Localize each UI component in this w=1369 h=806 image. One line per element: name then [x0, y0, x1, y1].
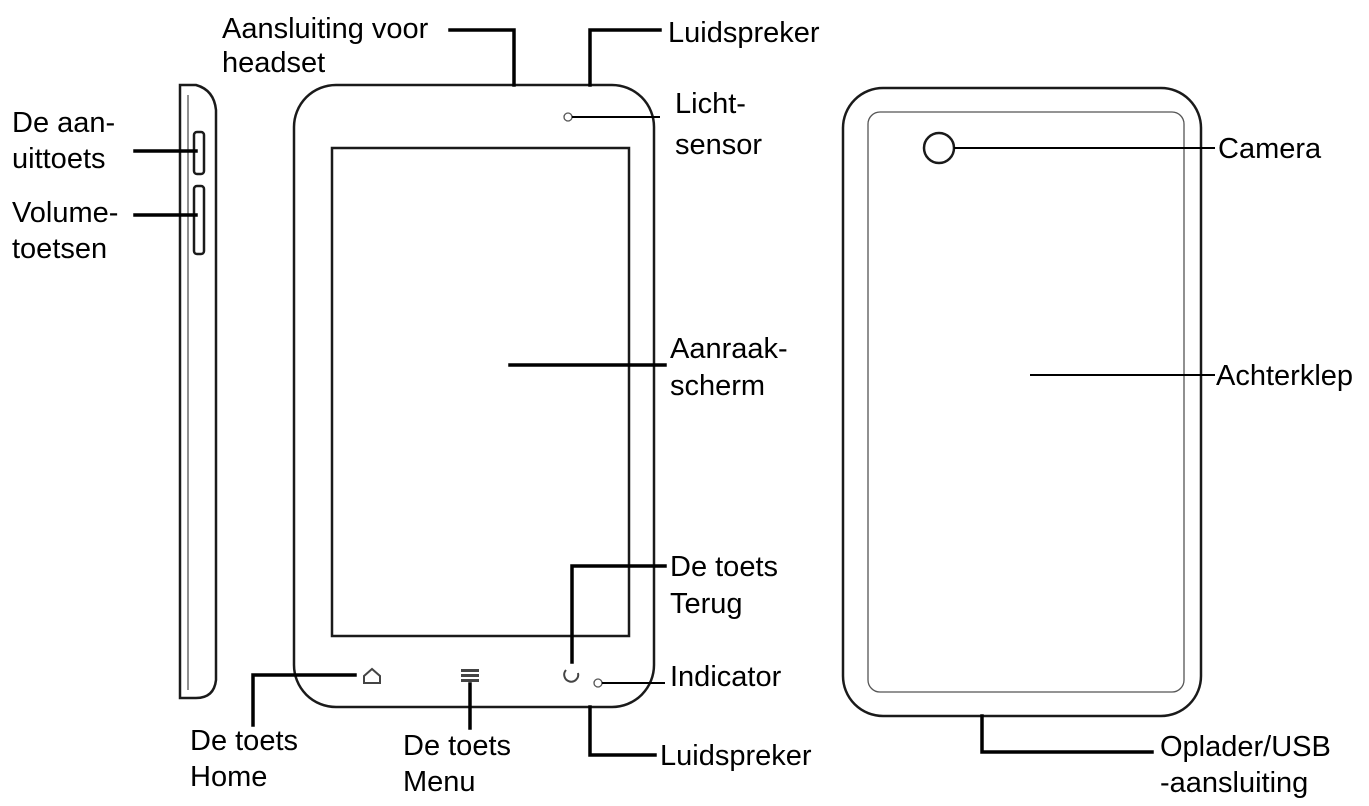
labels: De aan- uittoets Volume- toetsen Aanslui…: [12, 13, 1353, 799]
leader-home-key: [251, 673, 357, 727]
label-back-cover: Achterklep: [1216, 360, 1353, 392]
label-speaker-top: Luidspreker: [668, 17, 820, 49]
leader-speaker-bottom: [588, 705, 657, 757]
volume-keys-shape: [192, 184, 206, 256]
label-camera: Camera: [1218, 133, 1322, 165]
tablet-back-view: [841, 86, 1203, 718]
side-body-outline: [178, 83, 218, 700]
label-speaker-bottom: Luidspreker: [660, 740, 812, 772]
camera-lens-icon: [922, 131, 956, 165]
label-back-key: De toets Terug: [670, 551, 786, 620]
leader-lines: [133, 28, 1215, 757]
label-volume-keys: Volume- toetsen: [12, 197, 126, 265]
tablet-front-view: [292, 83, 656, 709]
light-sensor-shape: [563, 112, 573, 122]
back-body-outline: [841, 86, 1203, 718]
leader-back-key: [570, 564, 667, 664]
back-cover-shape: [867, 111, 1185, 693]
home-icon: [363, 667, 381, 684]
touchscreen-shape: [330, 146, 631, 638]
label-charger-usb: Oplader/USB -aansluiting: [1160, 731, 1339, 799]
label-power-key: De aan- uittoets: [12, 107, 123, 175]
label-touchscreen: Aanraak- scherm: [670, 333, 796, 402]
power-key-shape: [192, 130, 206, 176]
front-body-outline: [292, 83, 656, 709]
leader-charger-usb: [980, 714, 1154, 754]
leader-headset-jack: [448, 28, 516, 87]
leader-speaker-top: [588, 28, 662, 87]
label-indicator: Indicator: [670, 661, 782, 693]
label-home-key: De toets Home: [190, 725, 306, 793]
back-arrow-icon: [563, 669, 580, 683]
indicator-light-shape: [593, 678, 603, 688]
label-headset-jack: Aansluiting voor headset: [222, 13, 436, 79]
label-light-sensor: Licht- sensor: [675, 88, 762, 161]
label-menu-key: De toets Menu: [403, 730, 519, 798]
menu-icon: [461, 669, 479, 682]
tablet-side-view: [178, 83, 218, 700]
